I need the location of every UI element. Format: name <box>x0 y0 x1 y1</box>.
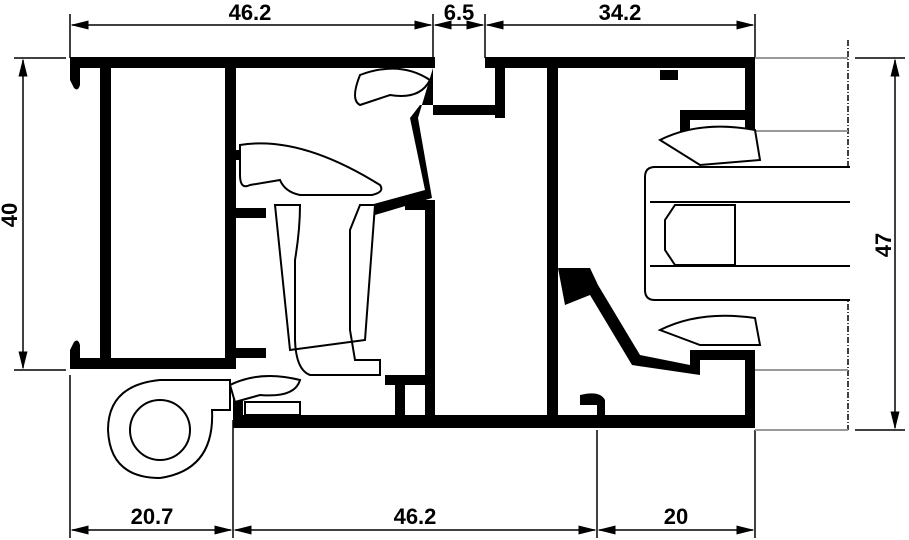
dim-right: 47 <box>871 233 896 257</box>
left-dimension-line <box>14 57 66 371</box>
dim-bottom-1: 20.7 <box>131 504 174 529</box>
drain-tube <box>106 379 231 480</box>
dim-left: 40 <box>0 203 22 227</box>
dim-top-1: 46.2 <box>229 0 272 25</box>
frame-profile <box>485 57 755 428</box>
glazing-unit <box>644 125 850 346</box>
dim-top-3: 34.2 <box>599 0 642 25</box>
thermal-break <box>228 67 432 416</box>
bottom-dimension-line <box>69 375 756 538</box>
sash-profile <box>70 57 755 428</box>
top-dimension-line <box>69 14 756 58</box>
dim-bottom-3: 20 <box>664 504 688 529</box>
dim-top-2: 6.5 <box>444 0 475 25</box>
dim-bottom-2: 46.2 <box>394 504 437 529</box>
